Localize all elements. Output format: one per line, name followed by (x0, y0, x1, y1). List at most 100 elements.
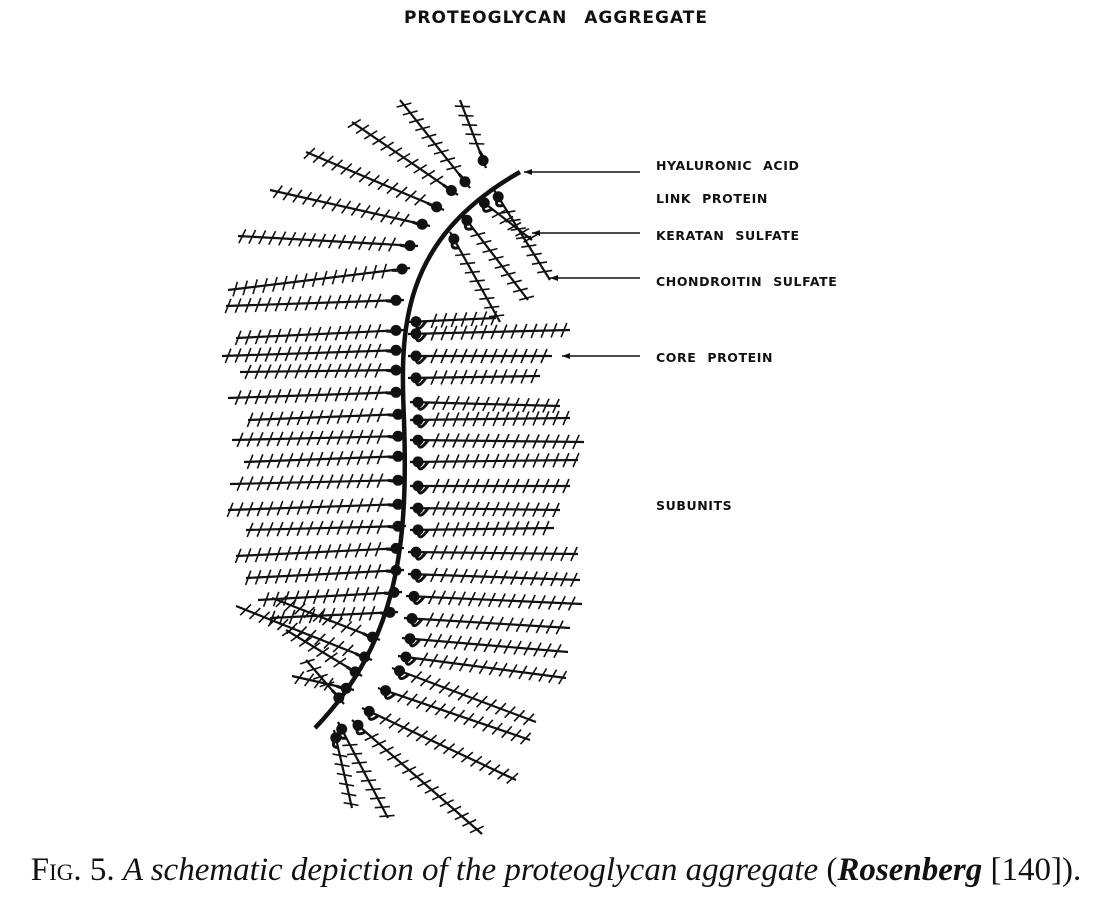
side-chain-tick (326, 499, 334, 514)
side-chain-tick (432, 454, 440, 470)
side-chain-tick (332, 588, 340, 604)
side-chain-tick (364, 385, 372, 401)
side-chain-tick (387, 237, 397, 252)
side-chain-tick (364, 293, 372, 309)
side-chain-tick (452, 478, 460, 494)
side-chain-tick (342, 743, 358, 747)
side-chain-tick (326, 430, 334, 446)
label-subunits: SUBUNITS (656, 498, 733, 513)
side-chain-tick (364, 564, 372, 580)
side-chain-tick (491, 722, 503, 735)
side-chain-tick (447, 805, 462, 814)
link-protein-hook (387, 503, 400, 507)
side-chain-tick (326, 409, 334, 425)
side-chain-tick (288, 231, 297, 247)
side-chain-tick (334, 294, 342, 310)
side-chain-tick (254, 297, 262, 313)
side-chain-tick (334, 762, 350, 768)
side-chain-tick (442, 454, 450, 469)
side-chain-tick (264, 569, 272, 585)
side-chain-tick (442, 395, 450, 411)
side-chain-tick (542, 520, 550, 536)
side-chain-tick (376, 407, 384, 423)
side-chain-tick (482, 521, 490, 537)
side-chain-tick (354, 344, 362, 359)
side-chain-tick (472, 521, 480, 537)
side-chain-tick (312, 589, 320, 605)
side-chain-tick (268, 230, 277, 246)
side-chain-tick (454, 105, 471, 108)
side-chain-tick (264, 364, 272, 380)
side-chain-tick (296, 431, 304, 446)
side-chain-tick (416, 779, 432, 788)
side-chain-tick (324, 295, 332, 310)
side-chain-tick (262, 592, 270, 607)
side-chain-tick (396, 152, 411, 163)
side-chain-tick (336, 451, 344, 466)
side-chain-tick (286, 521, 294, 537)
side-chain-tick (276, 618, 289, 631)
side-chain-tick (374, 805, 390, 809)
side-chain-tick (502, 397, 510, 412)
side-chain-tick (450, 369, 458, 385)
side-chain-tick (346, 408, 354, 424)
side-chain-tick (362, 586, 370, 602)
side-chain-tick (336, 520, 344, 535)
side-chain-tick (298, 232, 307, 247)
side-chain-tick (522, 520, 530, 536)
side-chain-tick (482, 433, 490, 449)
side-chain-tick (452, 395, 460, 411)
side-chain-tick (372, 586, 380, 601)
side-chain-tick (276, 500, 284, 516)
hyaluronic-acid-backbone (313, 170, 522, 730)
side-chain-tick (236, 432, 244, 448)
link-protein-hook (385, 547, 398, 552)
side-chain-tick (366, 497, 374, 513)
label-keratan-sulfate: KERATAN SULFATE (656, 228, 800, 243)
side-chain-tick (532, 398, 540, 413)
link-protein-hook (457, 172, 468, 185)
side-chain-tick (472, 501, 480, 517)
side-chain-tick (432, 395, 440, 410)
link-protein-hook (383, 690, 397, 700)
side-chain-tick (533, 642, 542, 657)
side-chain-tick (433, 633, 443, 649)
side-chain-tick (301, 273, 308, 289)
side-chain-tick (494, 702, 507, 715)
side-chain-tick (489, 569, 498, 585)
side-chain-tick (450, 348, 458, 364)
side-chain-tick (376, 449, 384, 465)
side-chain-tick (452, 433, 460, 448)
side-chain-tick (366, 429, 374, 445)
side-chain-tick (490, 545, 498, 561)
side-chain-tick (518, 665, 528, 680)
link-protein-hook (414, 376, 428, 387)
side-chain-tick (264, 297, 272, 312)
side-chain-tick (324, 544, 332, 559)
side-chain-tick (463, 712, 475, 726)
side-chain-tick (311, 193, 322, 208)
side-chain-tick (352, 587, 360, 602)
link-protein-hook (463, 219, 474, 231)
side-chain-tick (542, 398, 550, 413)
side-chain-tick (304, 629, 317, 642)
side-chain-tick (512, 433, 520, 449)
side-chain-tick (292, 189, 303, 203)
side-chain-tick (545, 619, 554, 634)
side-chain-tick (336, 772, 352, 777)
side-chain-tick (244, 297, 252, 313)
pointer-keratan-sulfate-arrowhead (532, 230, 540, 236)
side-chain-tick (530, 348, 538, 364)
side-chain-tick (276, 475, 284, 491)
side-chain-tick (321, 613, 334, 626)
link-protein-hook (387, 478, 400, 483)
side-chain-tick (344, 325, 352, 341)
link-protein-hook (355, 724, 367, 736)
side-chain-tick (380, 141, 395, 151)
side-chain-tick (505, 617, 514, 632)
side-chain-tick (234, 348, 242, 363)
side-chain-tick (370, 207, 381, 221)
side-chain-tick (419, 674, 432, 687)
caption-author: Rosenberg (837, 852, 983, 888)
side-chain-tick (314, 566, 322, 582)
